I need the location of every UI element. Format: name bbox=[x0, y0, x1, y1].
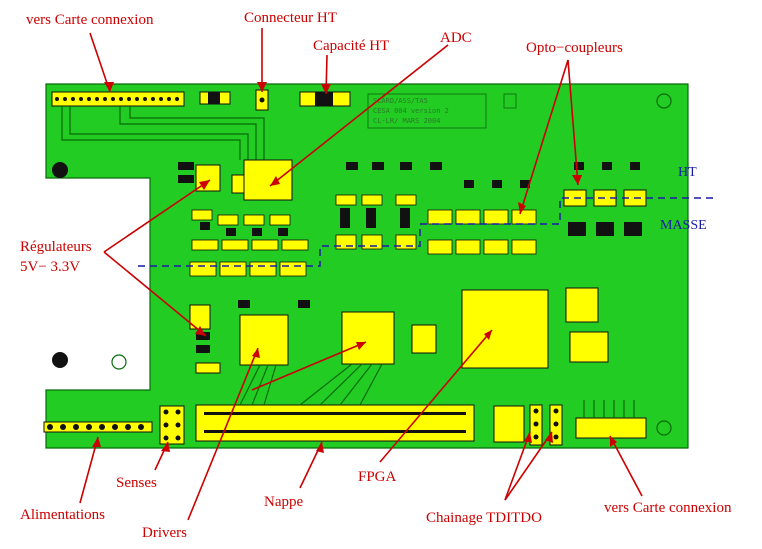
power-connector bbox=[43, 421, 153, 433]
fpga-chip bbox=[461, 289, 549, 369]
svg-text:SLARD/ASS/TA5: SLARD/ASS/TA5 bbox=[373, 97, 428, 105]
label-connecteur-ht: Connecteur HT bbox=[244, 10, 337, 26]
mounting-hole bbox=[111, 354, 127, 370]
svg-text:CL-LR/ MARS 2004: CL-LR/ MARS 2004 bbox=[373, 117, 440, 125]
callout-arrows bbox=[79, 28, 643, 521]
regulator-group bbox=[178, 162, 221, 374]
label-opto: Opto−coupleurs bbox=[526, 40, 623, 56]
label-chainage: Chainage TDITDO bbox=[426, 510, 542, 526]
isolation-line bbox=[138, 197, 716, 267]
zone-ht: HT bbox=[678, 165, 697, 180]
mounting-hole bbox=[656, 420, 672, 436]
label-regulateurs: Régulateurs bbox=[20, 239, 92, 255]
top-connector bbox=[51, 91, 185, 107]
zone-masse: MASSE bbox=[660, 218, 707, 233]
nappe-connector bbox=[195, 404, 475, 442]
bottom-connector bbox=[575, 417, 647, 439]
label-alimentations: Alimentations bbox=[20, 507, 105, 523]
passive-row bbox=[189, 194, 537, 277]
mounting-hole bbox=[656, 93, 672, 109]
silkscreen-block bbox=[367, 93, 487, 129]
label-fpga: FPGA bbox=[358, 469, 397, 485]
label-vers-carte-top: vers Carte connexion bbox=[26, 12, 154, 28]
label-capacite-ht: Capacité HT bbox=[313, 38, 389, 54]
label-regulateurs-voltage: 5V− 3.3V bbox=[20, 259, 80, 275]
driver-chip bbox=[239, 314, 289, 366]
label-adc: ADC bbox=[440, 30, 472, 46]
mounting-hole bbox=[52, 352, 68, 368]
driver-chip bbox=[341, 311, 395, 365]
mounting-hole bbox=[52, 162, 68, 178]
svg-text:CESA 004 version 2: CESA 004 version 2 bbox=[373, 107, 449, 115]
label-vers-carte-bottom: vers Carte connexion bbox=[604, 500, 732, 516]
adc-chip bbox=[243, 159, 293, 201]
chain-connector bbox=[493, 405, 525, 443]
label-nappe: Nappe bbox=[264, 494, 303, 510]
label-senses: Senses bbox=[116, 475, 157, 491]
label-drivers: Drivers bbox=[142, 525, 187, 541]
